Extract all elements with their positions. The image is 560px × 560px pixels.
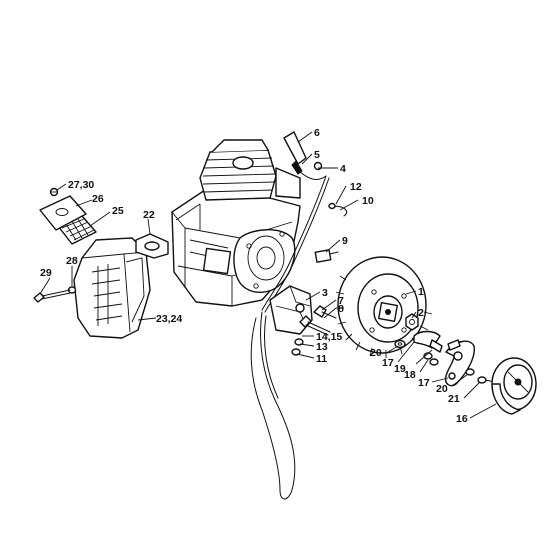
- callout-29: 29: [40, 267, 52, 279]
- short-circuit-wire: [250, 311, 296, 500]
- screw-27-30: [49, 187, 59, 197]
- callout-8: 8: [338, 303, 344, 315]
- pin-19: [429, 339, 443, 353]
- callout-20a: 20: [370, 347, 382, 359]
- callout-25: 25: [112, 205, 124, 217]
- callout-6: 6: [314, 127, 320, 139]
- callout-17b: 17: [418, 377, 430, 389]
- callout-3: 3: [322, 287, 328, 299]
- callout-21: 21: [448, 393, 460, 405]
- callout-26: 26: [92, 193, 104, 205]
- leader-lines: [39, 131, 497, 419]
- callout-19: 19: [394, 363, 406, 375]
- pawl-carrier: [444, 339, 475, 387]
- muffler: [73, 237, 151, 339]
- callout-14-15: 14,15: [316, 331, 342, 343]
- callout-5: 5: [314, 149, 320, 161]
- callout-1: 1: [418, 286, 424, 298]
- nut-2: [405, 313, 419, 331]
- callout-10: 10: [362, 195, 374, 207]
- bolt-29: [33, 289, 71, 303]
- callout-4: 4: [340, 163, 346, 175]
- callout-11: 11: [316, 353, 327, 365]
- callout-18: 18: [404, 369, 416, 381]
- hub-16: [491, 357, 537, 415]
- callout-labels: 6 5 4 12 10 9 1 2 3 7 8 14,15 13 11 20 1…: [40, 127, 468, 425]
- washer-20: [394, 339, 406, 349]
- cylinder: [199, 139, 301, 201]
- cover-plate: [39, 195, 87, 231]
- switch-part: [314, 249, 339, 263]
- callout-20b: 20: [436, 383, 448, 395]
- callout-17a: 17: [382, 357, 394, 369]
- callout-2: 2: [418, 307, 424, 319]
- callout-23-24: 23,24: [156, 313, 182, 325]
- ground-wire: [328, 202, 348, 217]
- callout-12: 12: [350, 181, 362, 193]
- callout-9: 9: [342, 235, 348, 247]
- callout-16: 16: [456, 413, 468, 425]
- washers-13-14: [291, 338, 304, 356]
- spring-18: [423, 352, 439, 366]
- callout-13: 13: [316, 341, 328, 353]
- callout-27-30: 27,30: [68, 179, 94, 191]
- washer-20-lower: [465, 368, 475, 376]
- spark-plug-boot: [283, 131, 307, 175]
- callout-28: 28: [66, 255, 78, 267]
- engine-crankcase: [171, 189, 301, 307]
- callout-22: 22: [143, 209, 155, 221]
- callout-7: 7: [338, 295, 344, 307]
- screw-8: [299, 315, 331, 336]
